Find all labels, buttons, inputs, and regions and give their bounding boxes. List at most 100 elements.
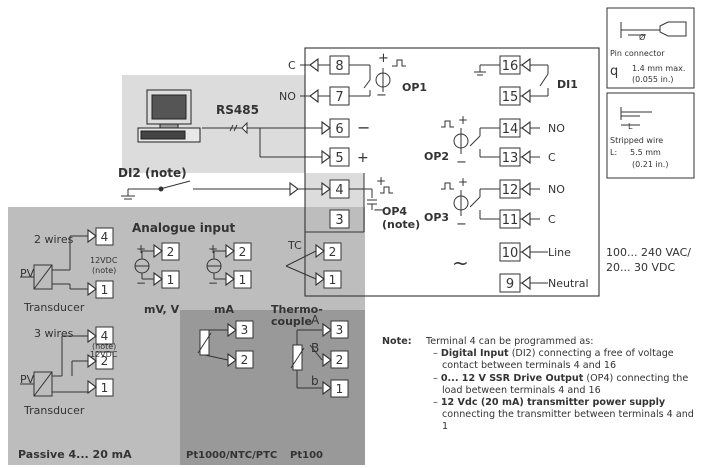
terminal-11: 11 xyxy=(502,213,519,228)
pt-ntc-label: Pt1000/NTC/PTC xyxy=(186,450,277,461)
v12-label-2: 12VDC xyxy=(90,350,118,359)
terminal-12: 12 xyxy=(502,183,519,198)
pt100-t3: 3 xyxy=(336,323,344,337)
transducer-label-1: Transducer xyxy=(23,301,85,314)
op3-no-label: NO xyxy=(548,183,565,196)
ma-plus: + xyxy=(208,242,218,256)
terminal-6: 6 xyxy=(335,122,343,137)
op4-note: (note) xyxy=(382,218,420,231)
supply-line-2: 20... 30 VDC xyxy=(606,261,675,274)
note-intro: Terminal 4 can be programmed as: xyxy=(426,336,594,347)
op3-c-label: C xyxy=(548,213,556,226)
note-item-text: (OP4) connecting the load between termin… xyxy=(442,372,689,396)
terminal-9: 9 xyxy=(506,277,514,292)
pt100-label: Pt100 xyxy=(290,450,323,461)
pv-label-2: PV xyxy=(20,373,35,386)
tc-label: TC xyxy=(287,239,302,252)
note-item-bold: 12 Vdc (20 mA) transmitter power supply xyxy=(440,397,666,409)
two-wires-label: 2 wires xyxy=(34,233,74,246)
op2-plus: + xyxy=(458,113,468,127)
pin-title: Pin connector xyxy=(610,49,665,58)
terminal-4: 4 xyxy=(335,183,343,198)
rs485-minus: − xyxy=(357,118,370,137)
mv-t1: 1 xyxy=(167,273,175,287)
three-wires-label: 3 wires xyxy=(34,327,74,340)
note-item-bold: Digital Input xyxy=(440,348,509,360)
ntc-t3: 3 xyxy=(241,323,249,337)
pt100-A: A xyxy=(311,313,320,327)
c-label: C xyxy=(288,59,296,72)
analogue-title: Analogue input xyxy=(132,221,236,235)
an-t4: 4 xyxy=(101,230,109,244)
terminal-8: 8 xyxy=(335,59,343,74)
op2-no-label: NO xyxy=(548,122,565,135)
terminal-5: 5 xyxy=(335,151,343,166)
tc-t2: 2 xyxy=(329,245,337,259)
right-terminals xyxy=(499,55,521,293)
pt100-t1: 1 xyxy=(336,382,344,396)
note-label-2: (note) xyxy=(92,342,116,351)
diam-symbol: Ø xyxy=(639,32,645,42)
wire-l-marker: L xyxy=(628,122,633,131)
op4-plus: + xyxy=(376,174,386,188)
computer-icon xyxy=(137,89,201,143)
mv-label: mV, V xyxy=(144,303,180,316)
op2-c-label: C xyxy=(548,151,556,164)
op3-minus: − xyxy=(456,217,467,232)
v12-label-1: 12VDC xyxy=(90,256,118,265)
thermo-line-2: couple xyxy=(271,315,312,328)
pt100-B: B xyxy=(311,341,319,355)
terminal-10: 10 xyxy=(502,246,519,261)
ma-t1: 1 xyxy=(239,273,247,287)
note-item: – 12 Vdc (20 mA) transmitter power suppl… xyxy=(433,397,694,433)
pin-dim-1: 1.4 mm max. xyxy=(632,64,685,73)
an-t1: 1 xyxy=(101,283,109,297)
controller-block xyxy=(304,47,600,297)
note-item-bold: 0... 12 V SSR Drive Output xyxy=(440,372,584,384)
mv-minus: − xyxy=(136,276,146,290)
mv-plus: + xyxy=(136,242,146,256)
terminal-14: 14 xyxy=(502,122,519,137)
p-t2: 2 xyxy=(101,354,109,368)
thermo-line-1: Thermo- xyxy=(271,303,323,316)
pin-q: q xyxy=(610,64,618,79)
ntc-t2: 2 xyxy=(241,353,249,367)
pv-label-1: PV xyxy=(20,267,35,280)
op4-label: OP4 xyxy=(382,205,407,218)
op1-plus: + xyxy=(378,51,389,66)
rs485-plus: + xyxy=(357,150,369,166)
di2-label: DI2 (note) xyxy=(118,166,187,180)
ma-label: mA xyxy=(214,303,234,316)
op3-label: OP3 xyxy=(424,211,449,224)
p-t4: 4 xyxy=(101,329,109,343)
terminal-15: 15 xyxy=(502,90,519,105)
wire-dim-1: 5.5 mm xyxy=(630,148,661,157)
p-t1: 1 xyxy=(101,381,109,395)
ma-minus: − xyxy=(208,276,218,290)
op1-label: OP1 xyxy=(402,81,427,94)
pt100-t2: 2 xyxy=(336,353,344,367)
note-header: Note: xyxy=(382,336,412,347)
note-block: Note: Terminal 4 can be programmed as: – … xyxy=(382,336,700,434)
wire-title: Stripped wire xyxy=(610,136,663,145)
op4-minus: − xyxy=(373,203,384,218)
supply-line-1: 100... 240 VAC/ xyxy=(606,246,691,259)
terminal-16: 16 xyxy=(502,59,519,74)
no-label: NO xyxy=(279,90,296,103)
pin-connector-box: Ø Pin connector q 1.4 mm max. (0.055 in.… xyxy=(606,7,695,179)
note-item: – Digital Input (DI2) connecting a free … xyxy=(433,348,674,372)
terminal-13: 13 xyxy=(502,151,519,166)
note-item: – 0... 12 V SSR Drive Output (OP4) conne… xyxy=(433,372,689,396)
ma-t2: 2 xyxy=(239,245,247,259)
terminal-3: 3 xyxy=(335,213,343,228)
transducer-label-2: Transducer xyxy=(23,404,85,417)
passive-label: Passive 4... 20 mA xyxy=(18,448,132,461)
note-item-text: connecting the transmitter between termi… xyxy=(442,409,694,433)
terminal-7: 7 xyxy=(335,90,343,105)
di1-label: DI1 xyxy=(557,78,578,91)
rs485-label: RS485 xyxy=(216,103,259,117)
mv-t2: 2 xyxy=(167,245,175,259)
wire-dim-2: (0.21 in.) xyxy=(632,160,668,169)
note-item-text: (DI2) connecting a free of voltage conta… xyxy=(442,348,674,372)
